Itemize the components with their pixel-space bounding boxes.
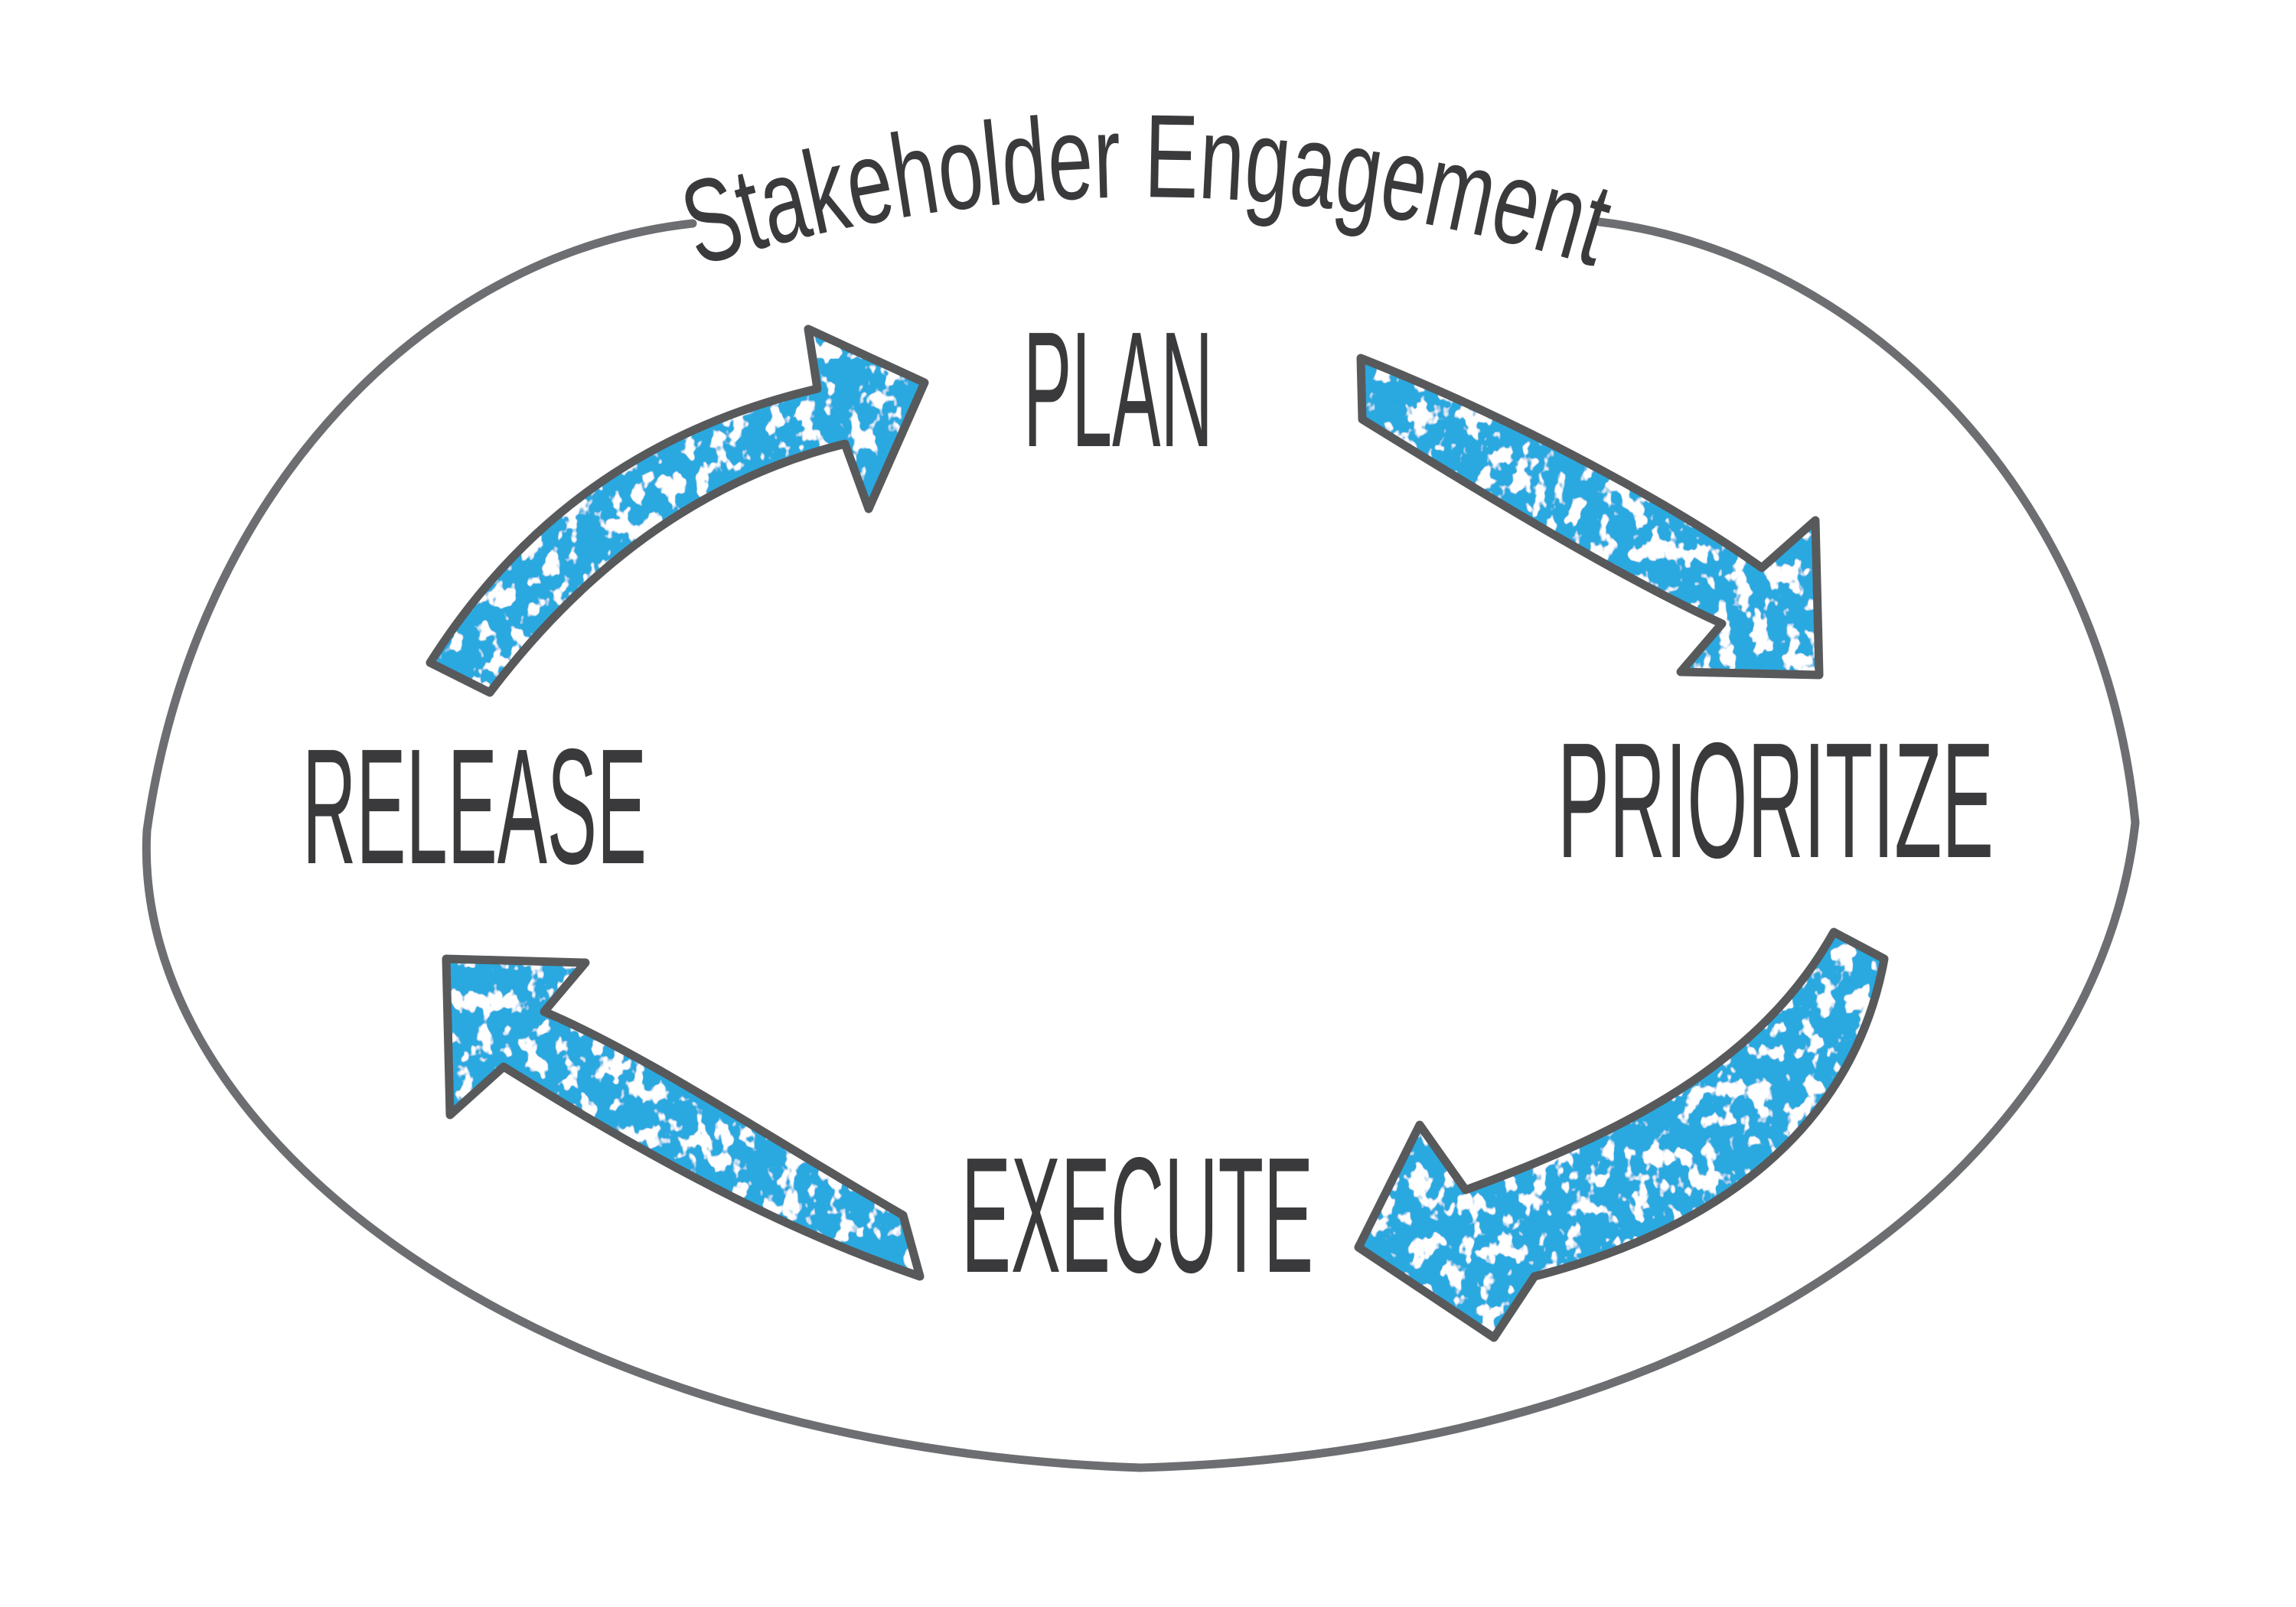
diagram-title: Stakeholder Engagement	[667, 90, 1625, 290]
cycle-oval-border	[142, 217, 2140, 1472]
arrow-execute-to-release-outline	[442, 954, 925, 1281]
arrow-release-to-plan-outline	[426, 324, 929, 697]
node-label-plan: PLAN	[1023, 297, 1213, 481]
diagram-title-text: Stakeholder Engagement	[667, 90, 1625, 290]
node-label-execute: EXECUTE	[961, 1123, 1313, 1307]
arrow-execute-to-release-body	[446, 959, 920, 1276]
arrow-prioritize-to-execute-outline	[1354, 927, 1889, 1342]
arrow-plan-to-prioritize-body	[1361, 358, 1819, 675]
arrow-plan-to-prioritize-outline	[1356, 354, 1824, 680]
arrow-plan-to-prioritize	[1356, 354, 1824, 680]
arrow-prioritize-to-execute-body	[1358, 932, 1884, 1338]
arrow-execute-to-release	[442, 954, 925, 1281]
arrow-prioritize-to-execute	[1354, 927, 1889, 1342]
node-label-prioritize: PRIORITIZE	[1557, 708, 1994, 892]
arrow-release-to-plan	[426, 324, 929, 697]
node-label-release: RELEASE	[302, 714, 647, 898]
